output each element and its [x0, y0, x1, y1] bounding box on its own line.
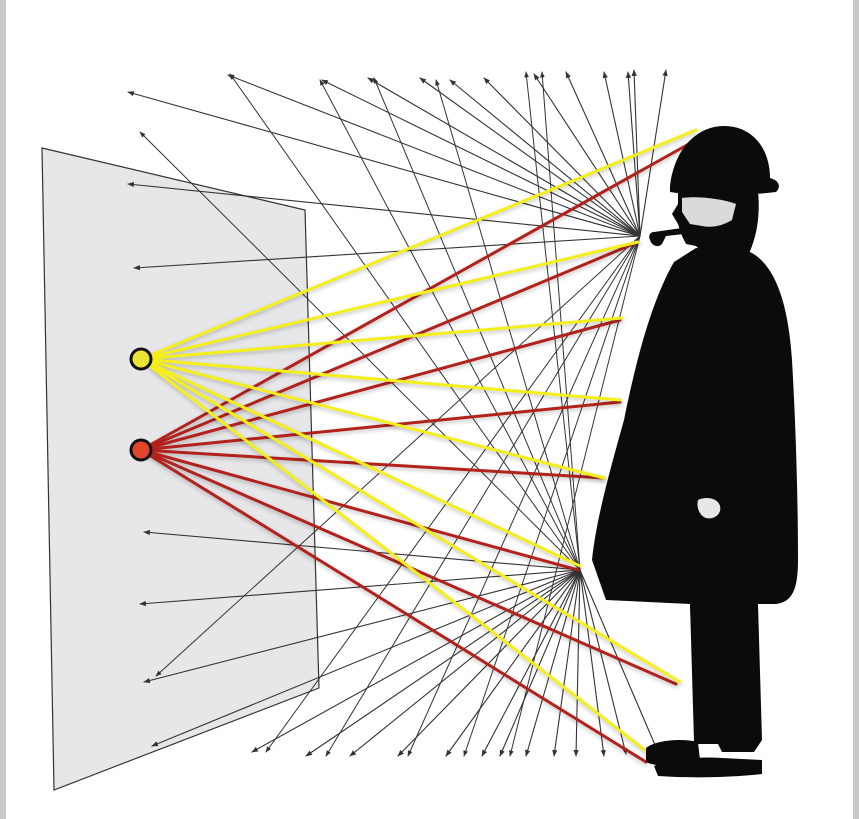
- scatter-ray: [420, 78, 640, 236]
- red-light-point: [131, 440, 151, 460]
- scatter-ray: [534, 74, 640, 236]
- light-ray-illustration: [6, 0, 859, 819]
- scatter-ray: [322, 80, 640, 236]
- scatter-ray: [350, 570, 580, 756]
- scatter-ray: [484, 78, 640, 236]
- bowler-hat: [670, 126, 779, 195]
- yellow-light-point: [131, 349, 151, 369]
- pipe: [649, 228, 684, 246]
- scatter-ray: [326, 236, 640, 756]
- screen-panel: [42, 148, 319, 790]
- scatter-ray: [450, 80, 640, 236]
